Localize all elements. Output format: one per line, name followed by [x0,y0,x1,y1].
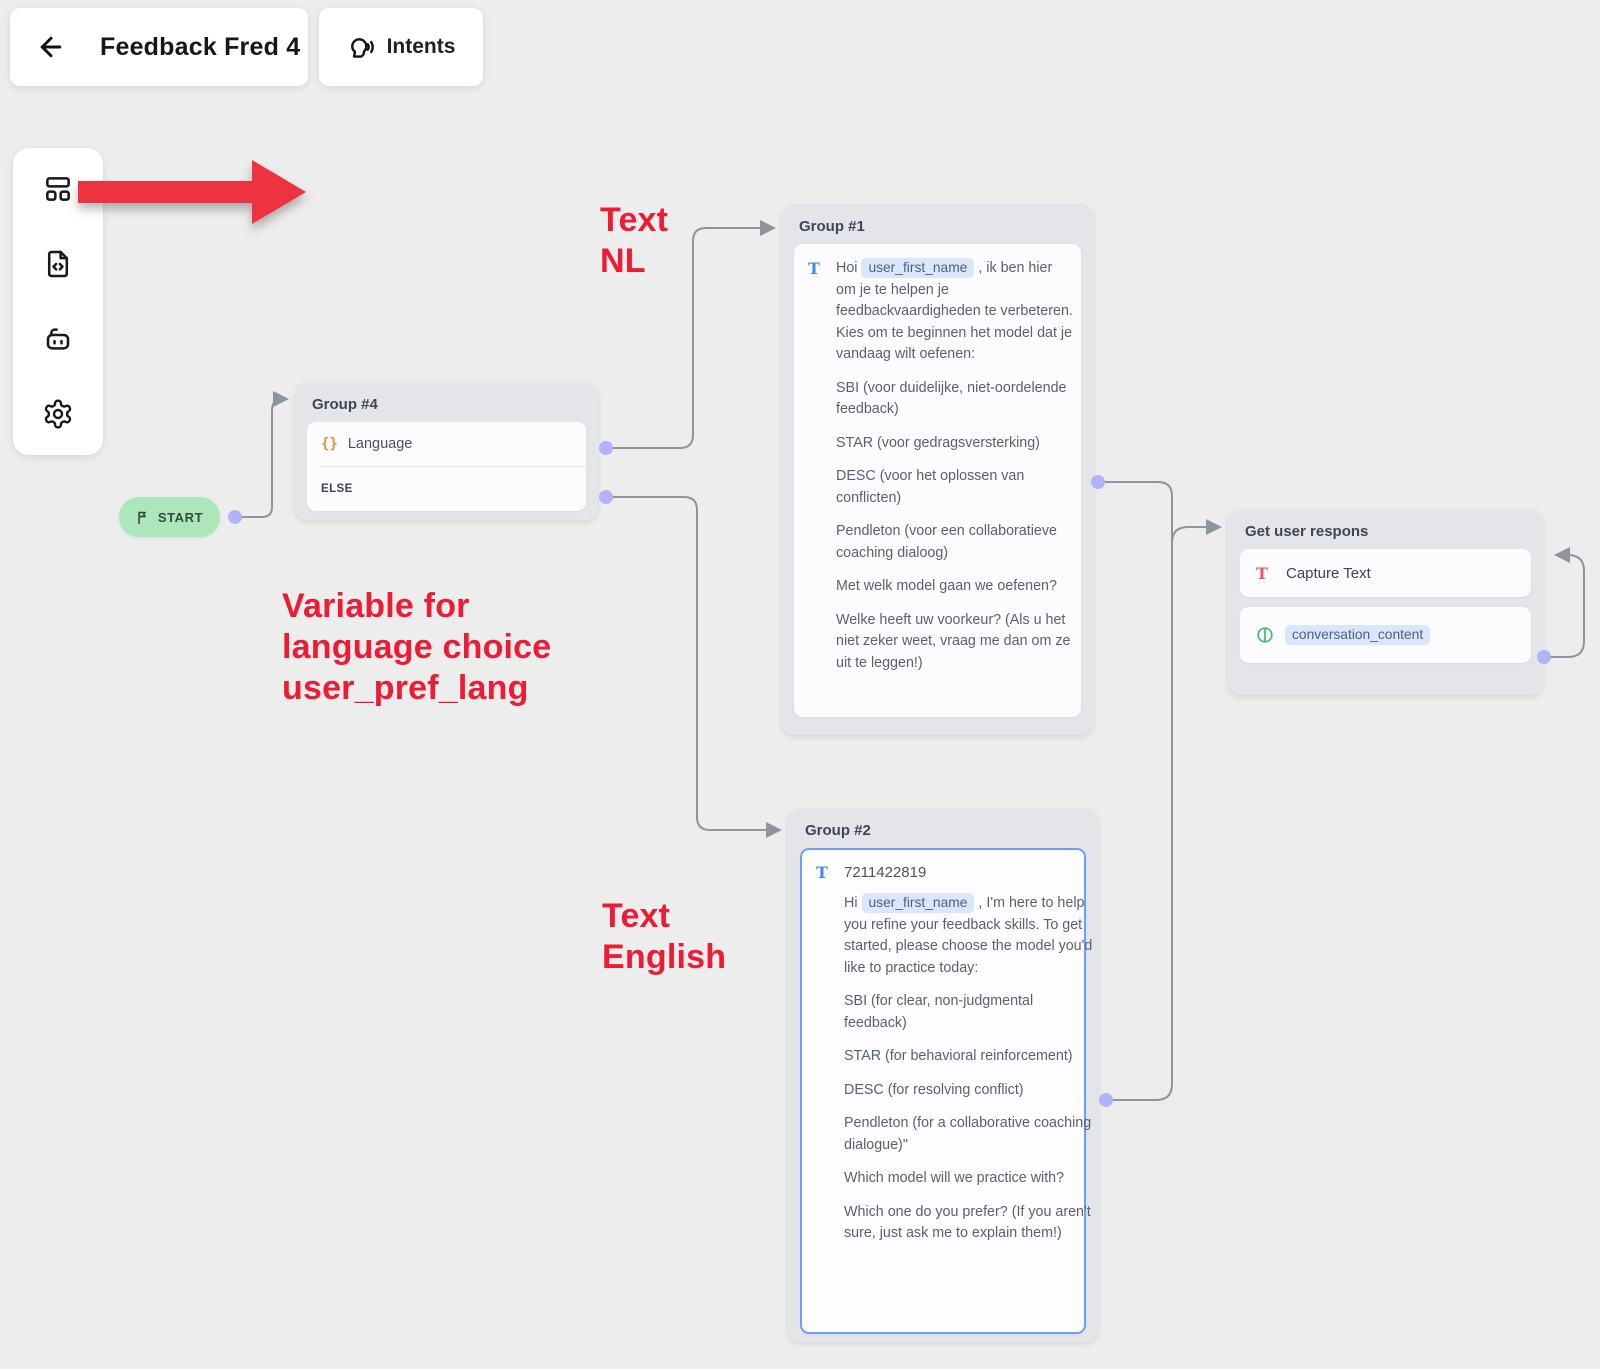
sidebar-item-settings[interactable] [41,397,75,431]
message-paragraph: DESC (voor het oplossen van conflicten) [836,468,1025,506]
port-dot-language-output[interactable] [599,441,613,455]
message-paragraph: STAR (for behavioral reinforcement) [844,1048,1073,1064]
condition-label: Language [347,436,413,452]
group4-node[interactable]: Group #4 {} Language ELSE [295,383,598,520]
connector-start-to-group4 [242,391,289,518]
message-paragraph: Hoi user_first_name , ik ben hier om je … [836,258,1073,362]
group2-message-card[interactable]: T 7211422819 Hi user_first_name , I'm he… [800,848,1092,1334]
start-label: START [157,509,204,525]
file-code-icon [47,250,69,278]
variable-icon [1257,627,1273,643]
text-block-icon: T [808,259,820,278]
group1-node[interactable]: Group #1 T Hoi user_first_name , ik ben … [782,205,1093,735]
sidebar-item-bot[interactable] [41,322,75,356]
group1-message-text: Hoi user_first_name , ik ben hier om je … [836,258,1073,674]
back-button[interactable] [36,30,66,64]
message-paragraph: SBI (voor duidelijke, niet-oordelende fe… [836,379,1067,418]
variable-pill[interactable]: user_first_name [861,893,975,913]
variable-pill[interactable]: user_first_name [861,258,975,278]
message-paragraph: Met welk model gaan we oefenen? [836,578,1057,594]
intents-label: Intents [386,35,456,58]
flow-title-card: Feedback Fred 4 [10,8,308,86]
port-dot-capture-output[interactable] [1537,650,1551,664]
annotation-text-english: Text English [602,897,727,976]
capture-text-icon: T [1256,563,1268,583]
connector-else-to-group2 [613,496,782,838]
group1-message-card[interactable]: T Hoi user_first_name , ik ben hier om j… [794,244,1081,717]
row-divider [321,466,586,467]
port-dot-start-output[interactable] [228,510,242,524]
text-block-icon: T [816,863,828,882]
message-paragraph: SBI (for clear, non-judgmental feedback) [844,993,1034,1031]
connector-capture-loop [1551,547,1585,658]
gear-icon [44,399,72,429]
capture-text-block[interactable]: T Capture Text [1240,549,1531,597]
intents-button[interactable]: Intents [319,8,483,86]
condition-icon: {} [321,436,338,452]
message-paragraph: STAR (voor gedragsversterking) [836,434,1040,451]
message-id: 7211422819 [844,864,927,881]
message-paragraph: Pendleton (voor een collaboratieve coach… [836,523,1057,561]
port-dot-group2-output[interactable] [1099,1093,1113,1107]
flow-blocks-icon [46,177,70,201]
message-paragraph: Which model will we practice with? [844,1170,1065,1186]
group2-message-text: Hi user_first_name , I'm here to help yo… [844,893,1096,1245]
message-paragraph: Hi user_first_name , I'm here to help yo… [844,893,1093,976]
connector-group2-to-getuser [1113,519,1222,1101]
group4-title: Group #4 [312,396,378,413]
capture-text-label: Capture Text [1286,564,1371,582]
group1-title: Group #1 [799,218,865,235]
get-user-response-title: Get user respons [1245,523,1369,540]
port-dot-group1-output[interactable] [1091,475,1105,489]
get-user-response-node[interactable]: Get user respons T Capture Text conversa… [1228,510,1543,695]
sidebar-item-blocks[interactable] [41,172,75,206]
message-paragraph: DESC (for resolving conflict) [844,1081,1024,1098]
page-title: Feedback Fred 4 [100,32,301,61]
annotation-text-nl: Text NL [600,201,669,280]
arrow-left-icon [40,36,62,58]
group2-node[interactable]: Group #2 T 7211422819 Hi user_first_name… [788,809,1098,1342]
condition-row-language[interactable]: {} Language [307,422,586,466]
save-variable-block[interactable]: conversation_content [1240,607,1531,663]
red-arrow-annotation [78,160,306,224]
group2-title: Group #2 [805,822,871,839]
else-label: ELSE [321,483,353,495]
connector-language-to-group1 [613,220,776,449]
port-dot-else-output[interactable] [599,490,613,504]
message-paragraph: Which one do you prefer? (If you aren't … [844,1203,1091,1242]
variable-pill[interactable]: conversation_content [1285,625,1431,645]
annotation-variable-note: Variable for language choice user_pref_l… [282,587,552,707]
connector-group1-to-getuser [1105,481,1173,545]
group4-condition-card[interactable]: {} Language ELSE [307,422,586,511]
flag-icon [138,511,146,524]
bot-icon [46,328,70,350]
intents-icon [350,38,374,58]
sidebar-item-code-file[interactable] [41,247,75,281]
message-paragraph: Welke heeft uw voorkeur? (Als u het niet… [836,611,1071,671]
start-node[interactable]: START [119,497,220,537]
condition-row-else[interactable]: ELSE [307,467,586,511]
message-paragraph: Pendleton (for a collaborative coaching … [844,1115,1092,1153]
